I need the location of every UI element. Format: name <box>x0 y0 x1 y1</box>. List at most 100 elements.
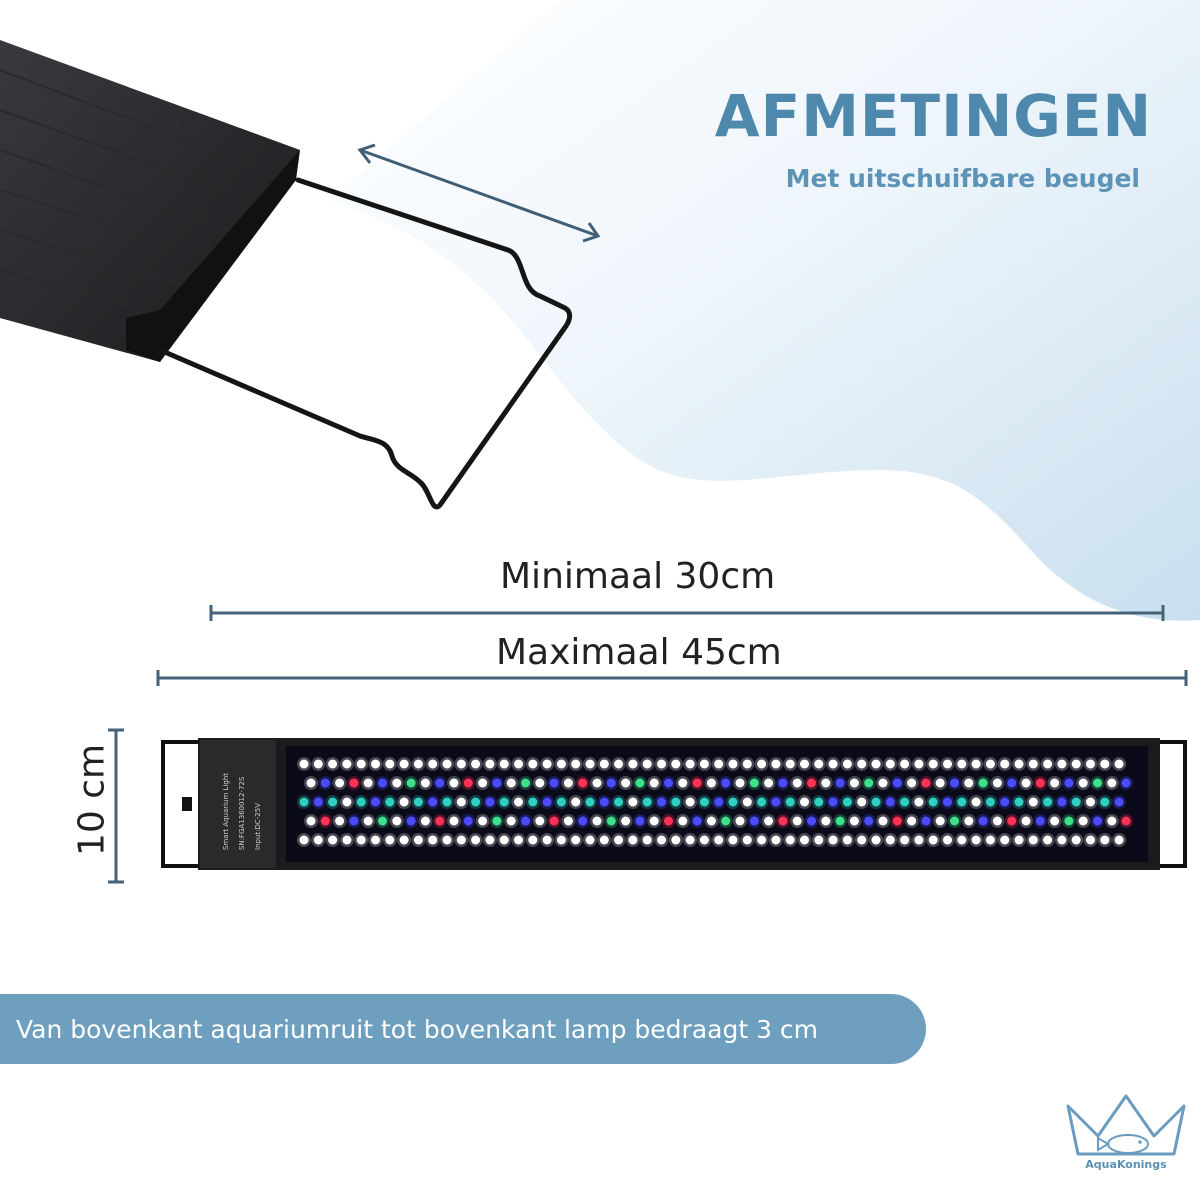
led <box>642 835 652 845</box>
info-banner: Van bovenkant aquariumruit tot bovenkant… <box>0 994 926 1064</box>
led <box>721 816 731 826</box>
led <box>335 778 345 788</box>
lamp-label-line-3: Input:DC-25V <box>254 803 262 850</box>
led <box>320 816 330 826</box>
led <box>378 778 387 788</box>
led <box>599 835 609 845</box>
led <box>1071 759 1081 769</box>
led <box>478 778 488 788</box>
led <box>471 759 481 769</box>
led <box>885 835 895 845</box>
led <box>771 759 781 769</box>
led <box>985 797 995 807</box>
led <box>385 835 395 845</box>
led <box>406 778 416 788</box>
led <box>699 797 709 807</box>
led <box>1114 797 1124 807</box>
led <box>471 797 481 807</box>
led <box>313 759 323 769</box>
led <box>420 816 430 826</box>
led <box>642 797 652 807</box>
led <box>306 778 316 788</box>
led <box>692 778 702 788</box>
led <box>1064 778 1074 788</box>
led <box>764 778 774 788</box>
led <box>571 835 581 845</box>
housing-ribs <box>0 69 271 319</box>
led <box>535 778 545 788</box>
led <box>642 759 652 769</box>
led <box>842 797 852 807</box>
led <box>792 778 802 788</box>
led <box>1050 778 1060 788</box>
led <box>857 797 867 807</box>
led <box>1014 835 1024 845</box>
led <box>935 778 945 788</box>
led <box>1021 816 1031 826</box>
led <box>1086 835 1095 845</box>
led <box>771 797 781 807</box>
led <box>499 797 509 807</box>
led <box>585 797 595 807</box>
led <box>921 778 931 788</box>
led <box>728 835 738 845</box>
led <box>535 816 545 826</box>
led <box>335 816 345 826</box>
led <box>1035 778 1045 788</box>
led <box>864 778 874 788</box>
led <box>528 835 538 845</box>
led <box>621 778 631 788</box>
led <box>664 778 673 788</box>
led <box>514 835 523 845</box>
led <box>399 835 409 845</box>
lamp-end-cap <box>126 150 300 362</box>
led <box>599 759 609 769</box>
led <box>678 816 688 826</box>
led <box>592 778 602 788</box>
led <box>1093 816 1102 826</box>
led <box>328 759 338 769</box>
led <box>885 759 895 769</box>
maximum-length-label: Maximaal 45cm <box>496 632 782 673</box>
led <box>978 816 988 826</box>
led <box>549 816 559 826</box>
led <box>671 797 681 807</box>
led <box>664 816 673 826</box>
led <box>728 797 738 807</box>
led <box>442 797 452 807</box>
led <box>363 778 373 788</box>
led <box>742 797 752 807</box>
led <box>699 835 709 845</box>
led <box>592 816 602 826</box>
lamp-label-line-2: SN:FGA1360012-72S <box>238 776 246 850</box>
led <box>757 759 767 769</box>
led <box>1100 797 1110 807</box>
led <box>485 835 495 845</box>
led <box>814 797 824 807</box>
led <box>828 797 838 807</box>
led <box>614 835 624 845</box>
led <box>821 778 831 788</box>
led <box>506 778 516 788</box>
led <box>456 835 466 845</box>
led <box>849 816 859 826</box>
led <box>943 759 952 769</box>
led <box>971 797 981 807</box>
led <box>778 816 788 826</box>
led <box>1093 778 1102 788</box>
led <box>950 778 959 788</box>
led <box>742 835 752 845</box>
led <box>878 816 888 826</box>
led <box>449 816 459 826</box>
led <box>499 759 509 769</box>
led <box>1007 778 1017 788</box>
led <box>399 759 409 769</box>
led <box>657 797 666 807</box>
led <box>735 816 745 826</box>
led <box>313 797 323 807</box>
led <box>614 759 624 769</box>
led <box>964 778 974 788</box>
led <box>706 778 716 788</box>
led <box>571 797 581 807</box>
led <box>456 759 466 769</box>
